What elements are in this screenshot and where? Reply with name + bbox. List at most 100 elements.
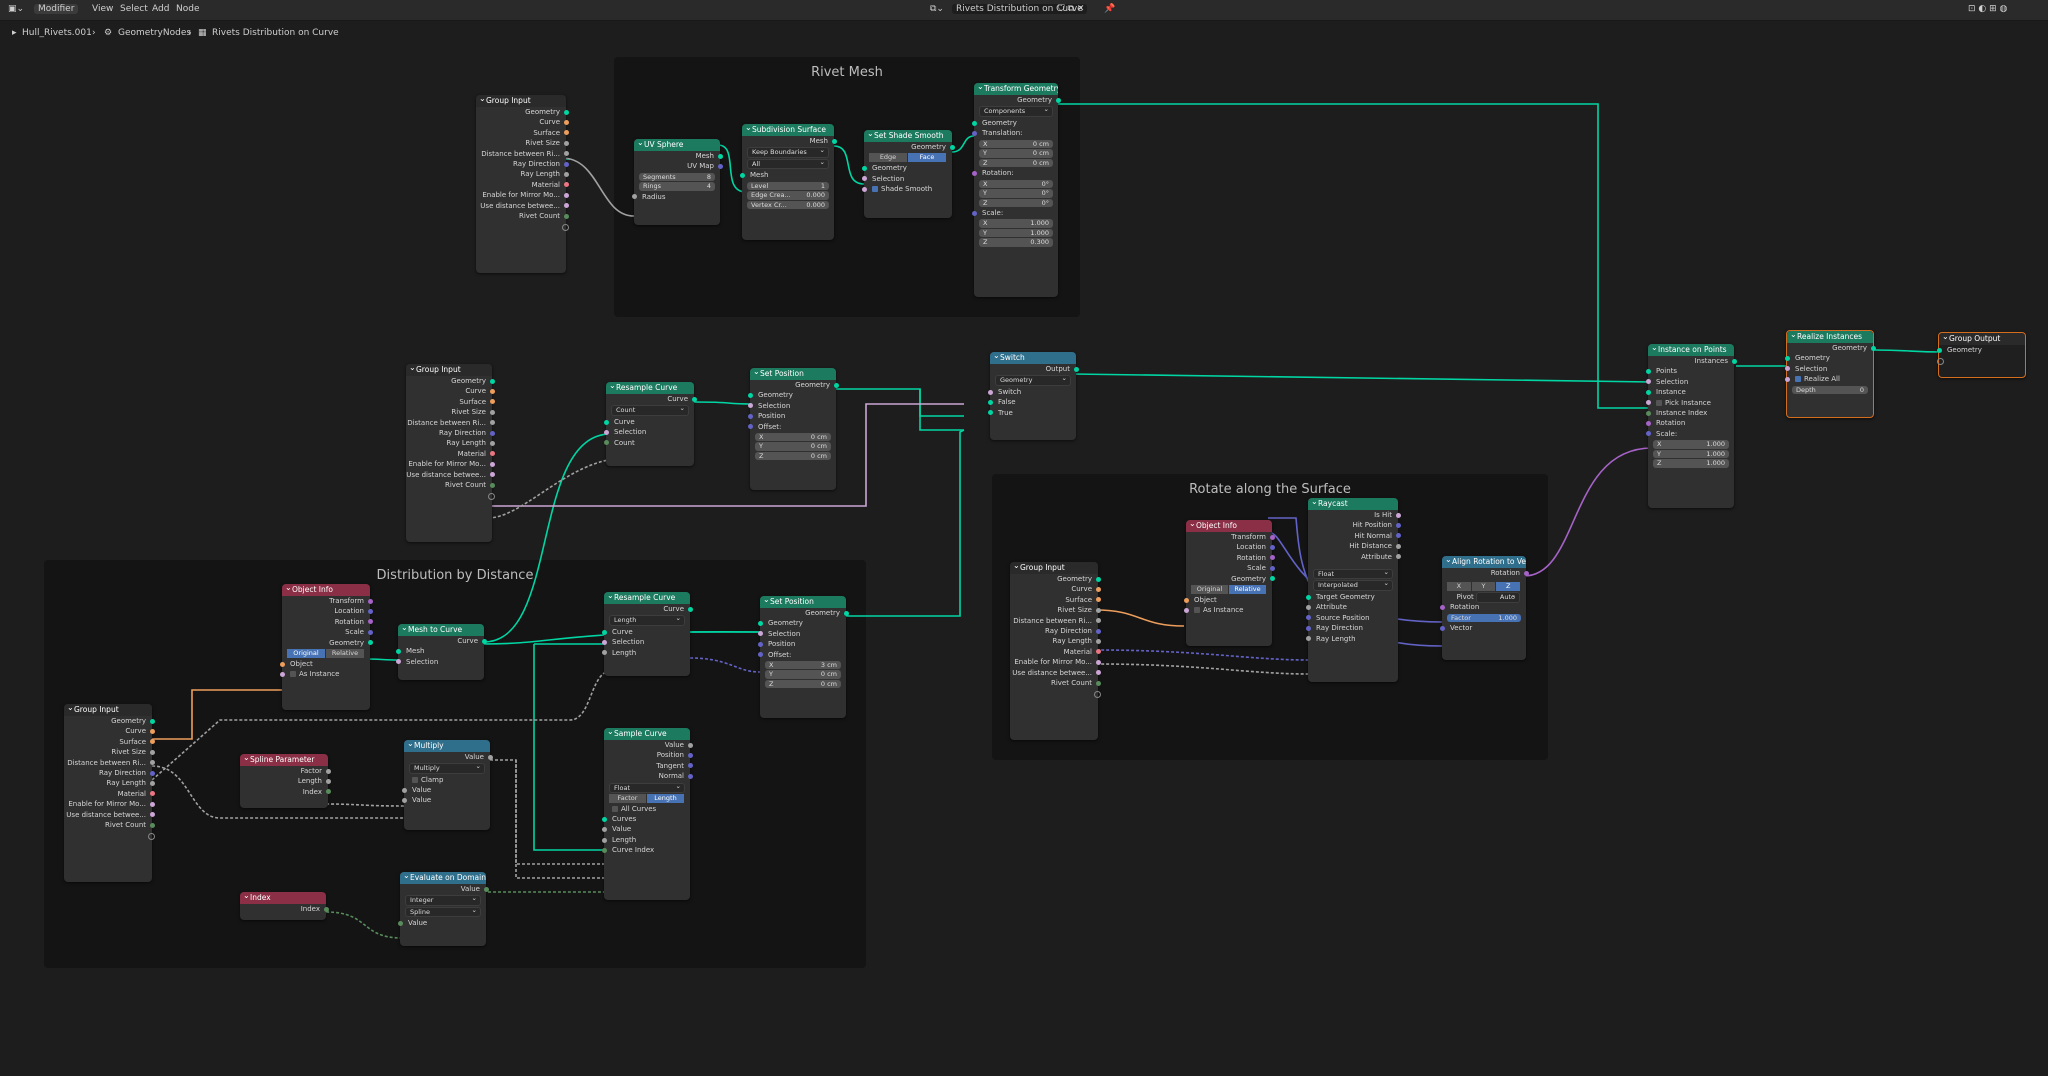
- group-input-node-3[interactable]: Group Input Geometry Curve Surface Rivet…: [64, 704, 155, 882]
- pivot-dropdown[interactable]: Auto: [1476, 591, 1520, 603]
- input-curve[interactable]: Curve: [601, 627, 690, 637]
- align-rotation-node[interactable]: Align Rotation to Ve... Rotation XYZ Piv…: [1439, 556, 1529, 660]
- node-header[interactable]: Object Info: [1186, 520, 1272, 532]
- spline-parameter-node[interactable]: Spline Parameter Factor Length Index: [240, 754, 331, 808]
- output-rivet-size[interactable]: Rivet Size: [406, 407, 495, 417]
- node-header[interactable]: Set Shade Smooth: [864, 130, 952, 142]
- mode-dropdown[interactable]: Length: [609, 614, 685, 626]
- output-distance[interactable]: Distance between Ri...: [406, 418, 495, 428]
- node-header[interactable]: Spline Parameter: [240, 754, 328, 766]
- output-is-hit[interactable]: Is Hit: [1308, 510, 1401, 520]
- output-geometry[interactable]: Geometry: [1787, 343, 1876, 353]
- group-input-node[interactable]: Group Input Geometry Curve Surface Rivet…: [476, 95, 569, 273]
- input-attribute[interactable]: Attribute: [1305, 602, 1398, 612]
- output-scale[interactable]: Scale: [1186, 563, 1275, 573]
- breadcrumb-object[interactable]: Hull_Rivets.001: [22, 28, 92, 38]
- output-rivet-count[interactable]: Rivet Count: [406, 480, 495, 490]
- set-position-node-2[interactable]: Set Position Geometry Geometry Selection…: [757, 596, 849, 718]
- input-realize-all[interactable]: Realize All: [1784, 374, 1873, 384]
- output-ray-length[interactable]: Ray Length: [476, 169, 569, 179]
- output-empty[interactable]: [406, 490, 495, 500]
- input-curve[interactable]: Curve: [603, 417, 694, 427]
- output-mesh[interactable]: Mesh: [742, 136, 837, 146]
- output-factor[interactable]: Factor: [240, 766, 331, 776]
- output-surface[interactable]: Surface: [1010, 595, 1101, 605]
- output-tangent[interactable]: Tangent: [604, 761, 693, 771]
- node-header[interactable]: Set Position: [760, 596, 846, 608]
- input-offset[interactable]: Offset:: [747, 422, 836, 432]
- data-type-dropdown[interactable]: Float: [609, 782, 685, 794]
- output-distance[interactable]: Distance between Ri...: [476, 149, 569, 159]
- output-rotation[interactable]: Rotation: [282, 617, 373, 627]
- input-selection[interactable]: Selection: [1645, 377, 1734, 387]
- input-value-2[interactable]: Value: [401, 795, 490, 805]
- input-length[interactable]: Length: [601, 835, 690, 845]
- output-instances[interactable]: Instances: [1648, 356, 1737, 366]
- output-geometry[interactable]: Geometry: [1186, 574, 1275, 584]
- output-mirror[interactable]: Enable for Mirror Mo...: [1010, 657, 1101, 667]
- output-geometry[interactable]: Geometry: [974, 95, 1061, 105]
- node-header[interactable]: Set Position: [750, 368, 836, 380]
- output-rotation[interactable]: Rotation: [1442, 568, 1529, 578]
- vertex-crease-field[interactable]: Vertex Cr...0.000: [747, 200, 829, 210]
- output-surface[interactable]: Surface: [406, 397, 495, 407]
- breadcrumb-modifier[interactable]: GeometryNodes: [118, 28, 192, 38]
- group-output-node[interactable]: Group Output Geometry: [1936, 332, 2026, 378]
- input-mesh[interactable]: Mesh: [395, 646, 484, 656]
- input-offset[interactable]: Offset:: [757, 650, 846, 660]
- editor-mode-dropdown[interactable]: Modifier: [34, 4, 79, 14]
- input-geometry[interactable]: Geometry: [757, 618, 846, 628]
- input-shade-smooth[interactable]: Shade Smooth: [861, 184, 952, 194]
- object-info-node[interactable]: Object Info Transform Location Rotation …: [279, 584, 373, 710]
- output-empty[interactable]: [476, 221, 569, 231]
- input-mesh[interactable]: Mesh: [739, 170, 834, 180]
- resample-curve-length-node[interactable]: Resample Curve Curve Length Curve Select…: [601, 592, 693, 676]
- pin-icon[interactable]: 📌: [1104, 4, 1116, 14]
- input-value[interactable]: Value: [397, 918, 486, 928]
- output-ray-direction[interactable]: Ray Direction: [1010, 626, 1101, 636]
- subdivision-surface-node[interactable]: Subdivision Surface Mesh Keep Boundaries…: [739, 124, 837, 240]
- transform-geometry-node[interactable]: Transform Geometry Geometry Components G…: [971, 83, 1061, 297]
- node-header[interactable]: Sample Curve: [604, 728, 690, 740]
- input-empty[interactable]: [1936, 355, 2025, 366]
- input-true[interactable]: True: [987, 408, 1076, 418]
- node-header[interactable]: Resample Curve: [604, 592, 690, 604]
- output-geometry[interactable]: Geometry: [476, 107, 569, 117]
- output-geometry[interactable]: Geometry: [64, 716, 155, 726]
- input-selection[interactable]: Selection: [747, 401, 836, 411]
- pick-instance-checkbox[interactable]: [1656, 399, 1662, 406]
- input-rotation[interactable]: Rotation:: [971, 168, 1058, 178]
- input-count[interactable]: Count: [603, 438, 694, 448]
- output-distance[interactable]: Distance between Ri...: [1010, 616, 1101, 626]
- edge-crease-field[interactable]: Edge Crea...0.000: [747, 191, 829, 200]
- output-value[interactable]: Value: [404, 752, 493, 762]
- output-rivet-size[interactable]: Rivet Size: [1010, 605, 1101, 615]
- realize-all-checkbox[interactable]: [1795, 376, 1801, 383]
- realize-instances-node[interactable]: Realize Instances Geometry Geometry Sele…: [1784, 330, 1876, 418]
- node-header[interactable]: Raycast: [1308, 498, 1398, 510]
- mesh-to-curve-node[interactable]: Mesh to Curve Curve Mesh Selection: [395, 624, 487, 680]
- input-object[interactable]: Object: [1183, 595, 1272, 605]
- evaluate-on-domain-node[interactable]: Evaluate on Domain Value Integer Spline …: [397, 872, 489, 946]
- data-type-dropdown[interactable]: Float: [1313, 568, 1393, 580]
- output-geometry[interactable]: Geometry: [1010, 574, 1101, 584]
- domain-dropdown[interactable]: Spline: [405, 906, 481, 918]
- group-input-node-2[interactable]: Group Input Geometry Curve Surface Rivet…: [406, 364, 495, 542]
- output-location[interactable]: Location: [282, 606, 373, 616]
- input-length[interactable]: Length: [601, 648, 690, 658]
- switch-node[interactable]: Switch Output Geometry Switch False True: [987, 352, 1079, 440]
- output-distance[interactable]: Distance between Ri...: [64, 758, 155, 768]
- menu-node[interactable]: Node: [176, 4, 200, 14]
- node-header[interactable]: Instance on Points: [1648, 344, 1734, 356]
